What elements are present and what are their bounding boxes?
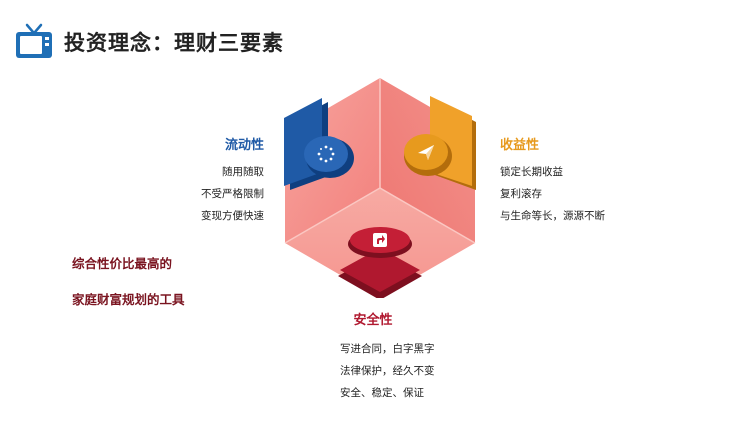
liquidity-block: 流动性 随用随取 不受严格限制 变现方便快速 xyxy=(201,134,264,227)
safety-piece xyxy=(338,227,422,298)
liquidity-line: 随用随取 xyxy=(222,166,264,178)
loading-spinner-icon xyxy=(317,145,335,163)
summary-line: 家庭财富规划的工具 xyxy=(72,292,185,307)
header: 投资理念：理财三要素 xyxy=(14,22,284,62)
liquidity-piece xyxy=(284,98,354,190)
paper-plane-icon xyxy=(418,145,434,160)
share-arrow-icon xyxy=(373,233,387,247)
liquidity-line: 变现方便快速 xyxy=(201,210,264,222)
safety-heading: 安全性 xyxy=(353,313,393,328)
returns-line: 锁定长期收益 xyxy=(500,166,563,178)
tv-icon xyxy=(16,23,52,58)
safety-line: 写进合同，白字黑字 xyxy=(340,343,435,355)
returns-piece xyxy=(404,96,476,190)
returns-line: 与生命等长，源源不断 xyxy=(500,210,605,222)
returns-line: 复利滚存 xyxy=(500,188,542,200)
summary-line: 综合性价比最高的 xyxy=(72,256,173,271)
page-title: 投资理念：理财三要素 xyxy=(64,31,284,55)
returns-block: 收益性 锁定长期收益 复利滚存 与生命等长，源源不断 xyxy=(500,134,605,227)
liquidity-line: 不受严格限制 xyxy=(201,188,264,200)
cube-diagram xyxy=(284,78,476,298)
returns-heading: 收益性 xyxy=(500,138,540,153)
safety-line: 法律保护，经久不变 xyxy=(340,365,435,377)
safety-block: 安全性 写进合同，白字黑字 法律保护，经久不变 安全、稳定、保证 xyxy=(340,309,435,404)
summary-block: 综合性价比最高的 家庭财富规划的工具 xyxy=(72,246,185,318)
safety-line: 安全、稳定、保证 xyxy=(340,387,424,399)
liquidity-heading: 流动性 xyxy=(224,138,264,153)
